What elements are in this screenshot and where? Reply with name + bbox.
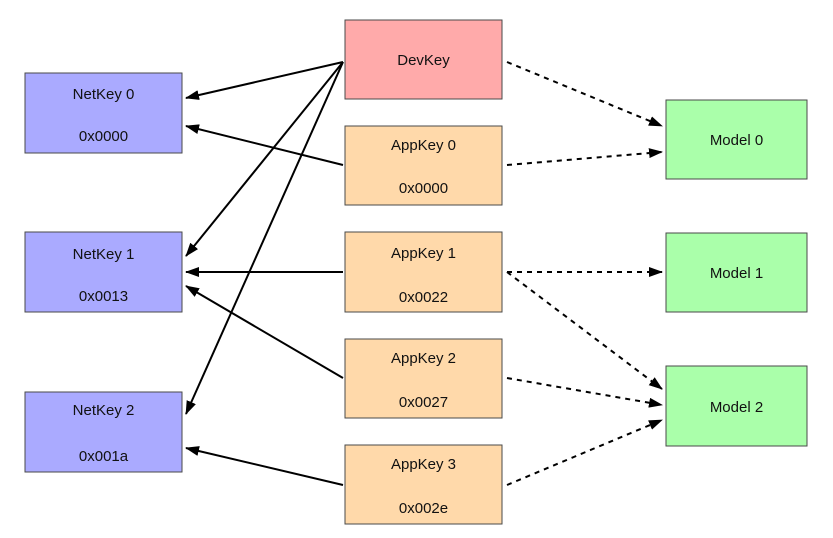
model-1-name: Model 1	[710, 265, 763, 282]
appkey-2-node: AppKey 2 0x0027	[344, 338, 503, 419]
appkey-1-node: AppKey 1 0x0022	[344, 231, 503, 313]
appkey-1-index: 0x0022	[399, 289, 448, 306]
appkey-3-index: 0x002e	[399, 500, 448, 517]
model-2-box	[665, 365, 808, 447]
netkey-1-name: NetKey 1	[73, 246, 135, 263]
netkey-2-box	[24, 391, 183, 473]
edge-appkey0-to-model0	[506, 148, 663, 166]
devkey-name: DevKey	[397, 52, 450, 69]
edges-layer	[185, 61, 663, 486]
netkey-2-name: NetKey 2	[73, 402, 135, 419]
netkey-2-index: 0x001a	[79, 448, 129, 465]
devkey-box	[344, 19, 503, 100]
appkey-0-node: AppKey 0 0x0000	[344, 125, 503, 206]
model-1-box	[665, 232, 808, 313]
netkey-0-box	[24, 72, 183, 154]
model-1-node: Model 1	[665, 232, 808, 313]
model-0-box	[665, 99, 808, 180]
appkey-2-name: AppKey 2	[391, 350, 456, 367]
appkey-3-node: AppKey 3 0x002e	[344, 444, 503, 525]
netkey-0-index: 0x0000	[79, 128, 128, 145]
appkey-2-index: 0x0027	[399, 394, 448, 411]
edge-appkey1-to-model2	[506, 271, 663, 390]
netkey-0-name: NetKey 0	[73, 86, 135, 103]
netkey-0-node: NetKey 0 0x0000	[24, 72, 183, 154]
appkey-0-index: 0x0000	[399, 180, 448, 197]
appkey-1-name: AppKey 1	[391, 245, 456, 262]
netkey-1-node: NetKey 1 0x0013	[24, 231, 183, 313]
edge-appkey0-to-netkey0	[185, 124, 344, 166]
edge-appkey3-to-netkey2	[185, 446, 344, 486]
model-0-node: Model 0	[665, 99, 808, 180]
edge-appkey3-to-model2	[506, 419, 663, 486]
edge-devkey-to-netkey2	[185, 61, 344, 415]
netkey-2-node: NetKey 2 0x001a	[24, 391, 183, 473]
model-0-name: Model 0	[710, 132, 763, 149]
netkey-1-box	[24, 231, 183, 313]
edge-appkey2-to-model2	[506, 377, 663, 408]
edge-appkey2-to-netkey1	[185, 285, 344, 379]
appkey-3-box	[344, 444, 503, 525]
model-2-name: Model 2	[710, 399, 763, 416]
appkey-3-name: AppKey 3	[391, 456, 456, 473]
edge-devkey-to-netkey1	[185, 61, 344, 257]
model-2-node: Model 2	[665, 365, 808, 447]
edge-devkey-to-model0	[506, 61, 663, 127]
appkey-0-box	[344, 125, 503, 206]
appkey-0-name: AppKey 0	[391, 137, 456, 154]
devkey-node: DevKey	[344, 19, 503, 100]
appkey-2-box	[344, 338, 503, 419]
edge-devkey-to-netkey0	[185, 61, 344, 100]
netkey-1-index: 0x0013	[79, 288, 128, 305]
appkey-1-box	[344, 231, 503, 313]
